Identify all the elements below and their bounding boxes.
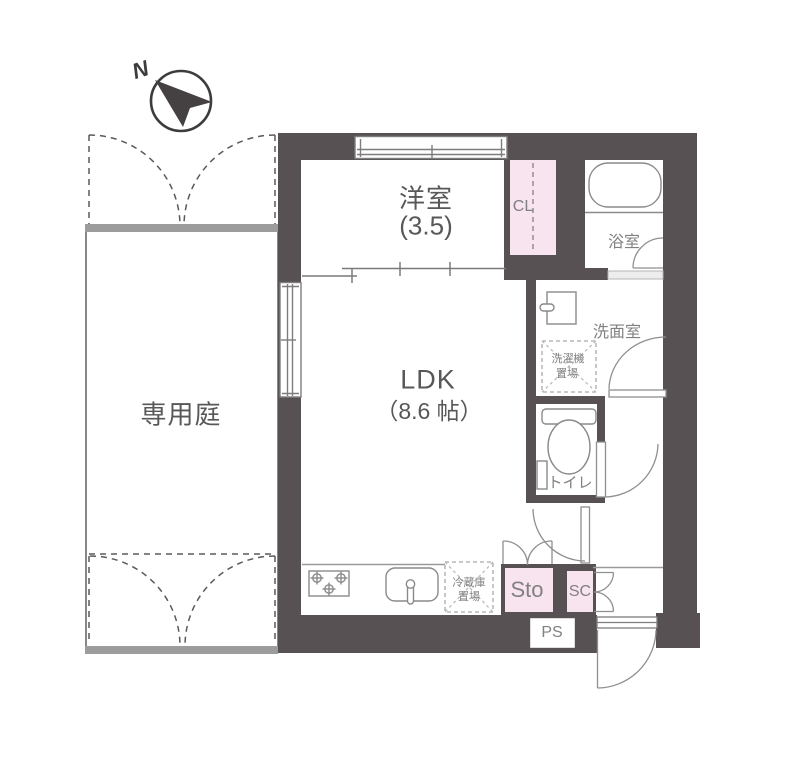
- storage-sto-fill: [505, 568, 553, 612]
- closet-fills: [506, 160, 556, 258]
- fridge-space-label-2: 置場: [458, 591, 480, 603]
- pipe-space-box: [527, 615, 578, 651]
- bathroom-threshold: [607, 270, 664, 280]
- washer-space-box: [541, 340, 597, 393]
- pipe-space-label: PS: [541, 624, 563, 641]
- top-window: [354, 135, 508, 160]
- toilet-paper-holder: [536, 460, 548, 490]
- shoe-closet-sc-fill: [567, 571, 593, 612]
- storage-sto-label: Sto: [510, 577, 544, 602]
- fridge-space-box: [444, 561, 494, 613]
- garden-window: [279, 281, 302, 398]
- windows: [279, 135, 508, 398]
- garden-outline: [85, 230, 279, 648]
- garden-dashed-gates: [88, 134, 276, 646]
- garden-area: [85, 134, 279, 654]
- toilet-bowl: [547, 419, 591, 475]
- garden-top-edge: [85, 224, 278, 232]
- entrance-door: [596, 616, 658, 689]
- garden-label: 専用庭: [140, 399, 222, 430]
- toilet-door: [595, 441, 659, 498]
- ldk-size: （8.6 帖）: [375, 398, 483, 424]
- compass-circle: [149, 69, 213, 133]
- closet-cl-fill: [506, 160, 556, 258]
- garden-bottom-edge: [85, 646, 278, 654]
- fixtures: [302, 162, 664, 605]
- bathtub: [588, 162, 662, 208]
- washer-space-label-2: 置場: [556, 368, 578, 380]
- fridge-space-label-1: 冷蔵庫: [452, 577, 486, 589]
- closet-cl-label: CL: [512, 198, 534, 215]
- appliance-spaces: [444, 340, 597, 613]
- bathroom-label: 浴室: [607, 234, 641, 251]
- washroom-label: 洗面室: [592, 324, 642, 341]
- western-room-label: 洋室: [398, 183, 454, 214]
- ldk-hall-door: [532, 506, 591, 564]
- toilet-label: トイレ: [547, 474, 593, 492]
- shoe-closet-label: SC: [568, 583, 592, 600]
- western-room-size: (3.5): [399, 210, 453, 241]
- compass: [149, 69, 213, 133]
- bathroom-door: [632, 237, 664, 269]
- stove-burners: [310, 571, 348, 596]
- washer-space-cross: [541, 340, 597, 393]
- sink-faucet-head: [405, 579, 416, 589]
- washroom-door: [608, 336, 667, 398]
- washer-space-label-1: 洗濯機: [551, 353, 585, 365]
- doors: [502, 237, 667, 689]
- ldk-label: LDK: [400, 364, 456, 395]
- shoe-closet-doors: [593, 571, 615, 613]
- storage-sto-doors: [502, 540, 553, 566]
- sliding-partition: [302, 262, 506, 283]
- washbasin-faucet: [539, 303, 555, 312]
- compass-arrow: [155, 80, 212, 127]
